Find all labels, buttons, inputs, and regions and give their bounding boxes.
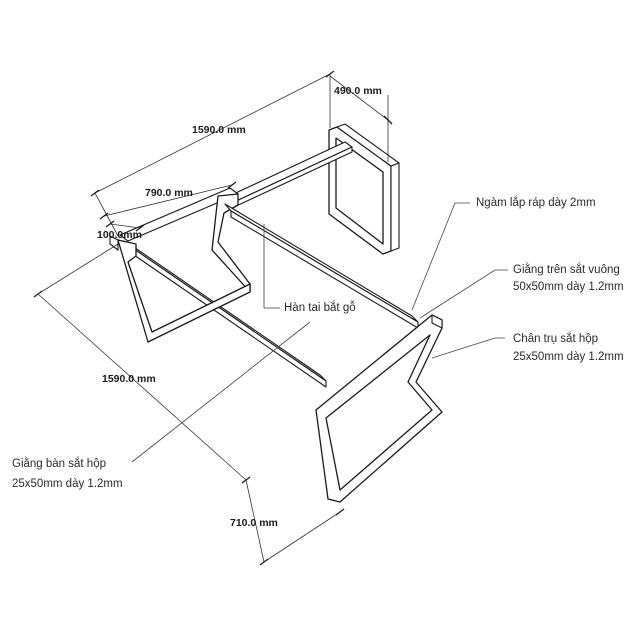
dimension-lines: [33, 70, 393, 566]
note-top-brace-line2: 50x50mm dày 1.2mm: [513, 281, 624, 293]
note-top-brace-line1: Giằng trên sắt vuông: [513, 263, 620, 276]
note-wood-tab: Hàn tai bắt gỗ: [284, 301, 356, 314]
note-table-brace-line2: 25x50mm dày 1.2mm: [12, 478, 123, 490]
leader-lines: [131, 202, 508, 463]
note-leg-line1: Chân trụ sắt hộp: [513, 332, 598, 345]
note-leg-line2: 25x50mm dày 1.2mm: [513, 351, 624, 363]
dim-side-length: 1590.0 mm: [102, 373, 156, 385]
dim-inner-width: 790.0 mm: [145, 187, 193, 199]
note-table-brace-line1: Giằng bàn sắt hộp: [12, 457, 106, 470]
back-left-leg: [119, 187, 251, 293]
top-long-brace-centre: [224, 203, 419, 329]
back-right-leg: [328, 123, 400, 255]
dim-front-width: 710.0 mm: [230, 517, 278, 529]
front-right-leg: [315, 314, 443, 503]
dim-top-length: 1590.0 mm: [192, 124, 246, 136]
front-left-leg: [109, 235, 251, 343]
dim-top-depth: 490.0 mm: [334, 85, 382, 97]
dim-offset: 100.0mm: [97, 229, 142, 241]
note-joint-plate: Ngàm lắp ráp dày 2mm: [476, 196, 596, 209]
